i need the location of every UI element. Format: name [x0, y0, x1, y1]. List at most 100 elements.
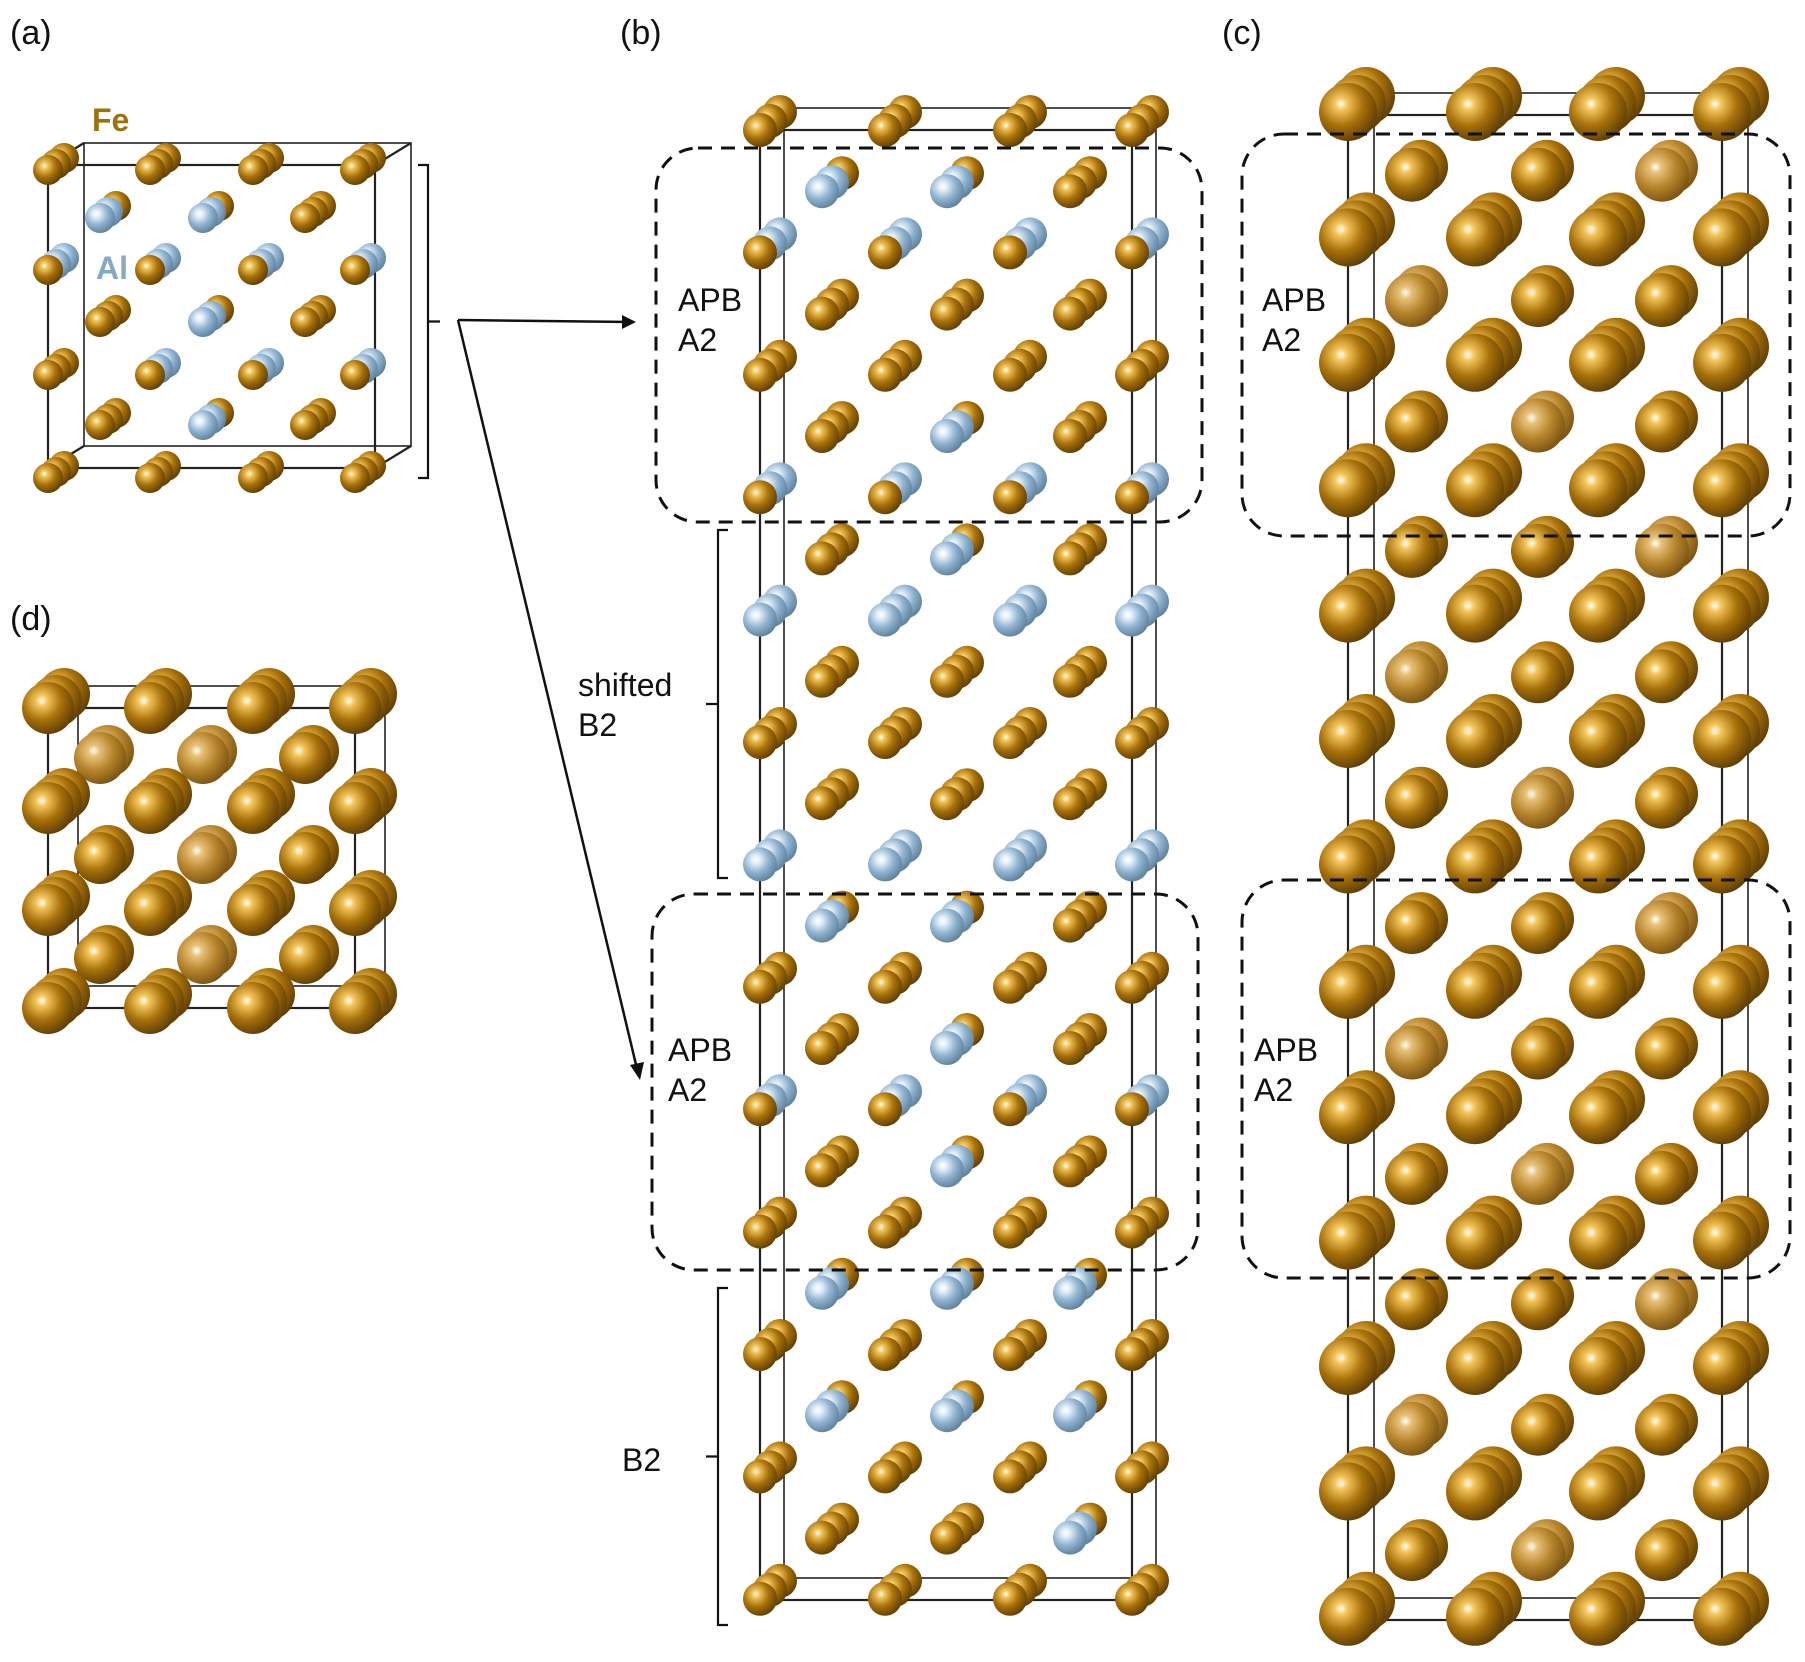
panel-c-stack [1693, 317, 1769, 392]
fe-atom [1569, 1337, 1627, 1395]
panel-a-stack [135, 243, 181, 285]
panel-b-stack [993, 707, 1047, 759]
fe-atom [1446, 710, 1504, 768]
panel-b-stack [993, 217, 1047, 270]
al-atom [930, 1398, 964, 1433]
fe-atom [1385, 1025, 1439, 1080]
panel-c-stack [1446, 1195, 1522, 1270]
apb-text: APB [1262, 282, 1327, 318]
fe-atom [1693, 459, 1751, 518]
panel-a-stack [340, 143, 386, 185]
panel-b-stack [1115, 584, 1169, 637]
fe-atom [290, 410, 320, 440]
fe-atom [868, 1092, 902, 1127]
panel-b-stack [868, 951, 922, 1004]
panel-b-stack [805, 523, 859, 576]
fe-atom [124, 884, 176, 936]
panel-b-stack [1115, 339, 1169, 392]
panel-a-stack [340, 243, 386, 285]
panel-b-stack [993, 95, 1047, 147]
fe-atom [1569, 1211, 1627, 1270]
fe-atom [1319, 1337, 1377, 1395]
al-atom [743, 847, 777, 882]
panel-c-stack [1635, 641, 1698, 704]
panel-c-stack [1569, 67, 1645, 141]
panel-c-stack [1446, 1070, 1522, 1145]
fe-atom [177, 932, 229, 984]
fe-atom [1511, 147, 1565, 202]
apb-label-c-top: APB A2 [1262, 280, 1326, 360]
al-atom [930, 1153, 964, 1188]
fe-atom [1569, 1462, 1627, 1521]
arrows-a-to-b [456, 315, 644, 1080]
fe-atom [1511, 273, 1565, 328]
fe-atom [993, 113, 1027, 147]
fe-atom [1319, 835, 1377, 894]
fe-atom [1115, 480, 1149, 515]
panel-c-stack [1319, 1446, 1395, 1521]
fe-atom [1693, 584, 1751, 643]
fe-atom [22, 682, 74, 734]
fe-atom [868, 1581, 902, 1616]
panel-c-stack [1569, 443, 1645, 518]
fe-atom [1635, 1276, 1689, 1331]
panel-c-stack [1635, 1519, 1698, 1582]
panel-b-stack [993, 1074, 1047, 1127]
panel-b-stack [993, 1441, 1047, 1494]
panel-a-stack [33, 143, 79, 185]
panel-b-stack [993, 1196, 1047, 1249]
panel-c-stack [1635, 1142, 1698, 1205]
fe-atom [1385, 523, 1439, 578]
fe-atom [1446, 1587, 1504, 1646]
panel-b-stack [868, 95, 922, 147]
panel-b-stack [993, 339, 1047, 392]
panel-c-stack [1446, 819, 1522, 894]
panel-c-stack [1635, 892, 1698, 955]
panel-b-stack [1115, 1563, 1169, 1616]
panel-a-stack [188, 295, 234, 337]
fe-atom [1511, 900, 1565, 955]
fe-atom [1319, 83, 1377, 141]
fe-atom [805, 786, 839, 821]
fe-atom [1569, 1086, 1627, 1145]
panel-b-stack [930, 890, 984, 943]
panel-a-stack [290, 295, 336, 337]
apb-label-b-top: APB A2 [678, 280, 742, 360]
a2-text: A2 [1262, 322, 1302, 358]
fe-atom [743, 1092, 777, 1127]
fe-atom [1053, 174, 1087, 209]
fe-atom [1319, 584, 1377, 643]
panel-c-stack [1319, 317, 1395, 392]
panel-c-stack [1319, 694, 1395, 768]
panel-a-stack [33, 451, 79, 493]
panel-b-stack [743, 1441, 797, 1494]
panel-b-stack [1053, 645, 1107, 698]
panel-a-stack [33, 348, 79, 390]
al-atom [805, 174, 839, 209]
fe-atom [135, 360, 165, 390]
fe-atom [1115, 357, 1149, 392]
panel-b-stack [1053, 890, 1107, 943]
atoms [22, 67, 1769, 1646]
al-atom [188, 410, 218, 440]
fe-atom [1693, 1462, 1751, 1521]
annotation-shapes [418, 132, 1792, 1627]
a2-text: A2 [668, 1072, 708, 1108]
panel-c-stack [1569, 819, 1645, 894]
fe-atom [1693, 1337, 1751, 1395]
panel-d-stack [279, 725, 339, 784]
fe-atom [805, 1520, 839, 1555]
fe-atom [1319, 333, 1377, 392]
panel-c-stack [1511, 515, 1574, 578]
panel-b-stack [868, 339, 922, 392]
panel-c-stack [1569, 694, 1645, 768]
fe-atom [805, 419, 839, 453]
panel-b-cell [758, 107, 1157, 1602]
fe-atom [135, 463, 165, 493]
a2-text: A2 [1254, 1072, 1294, 1108]
panel-a-stack [238, 348, 284, 390]
fe-atom [743, 113, 777, 147]
al-atom [993, 602, 1027, 637]
panel-c-stack [1385, 1268, 1448, 1331]
